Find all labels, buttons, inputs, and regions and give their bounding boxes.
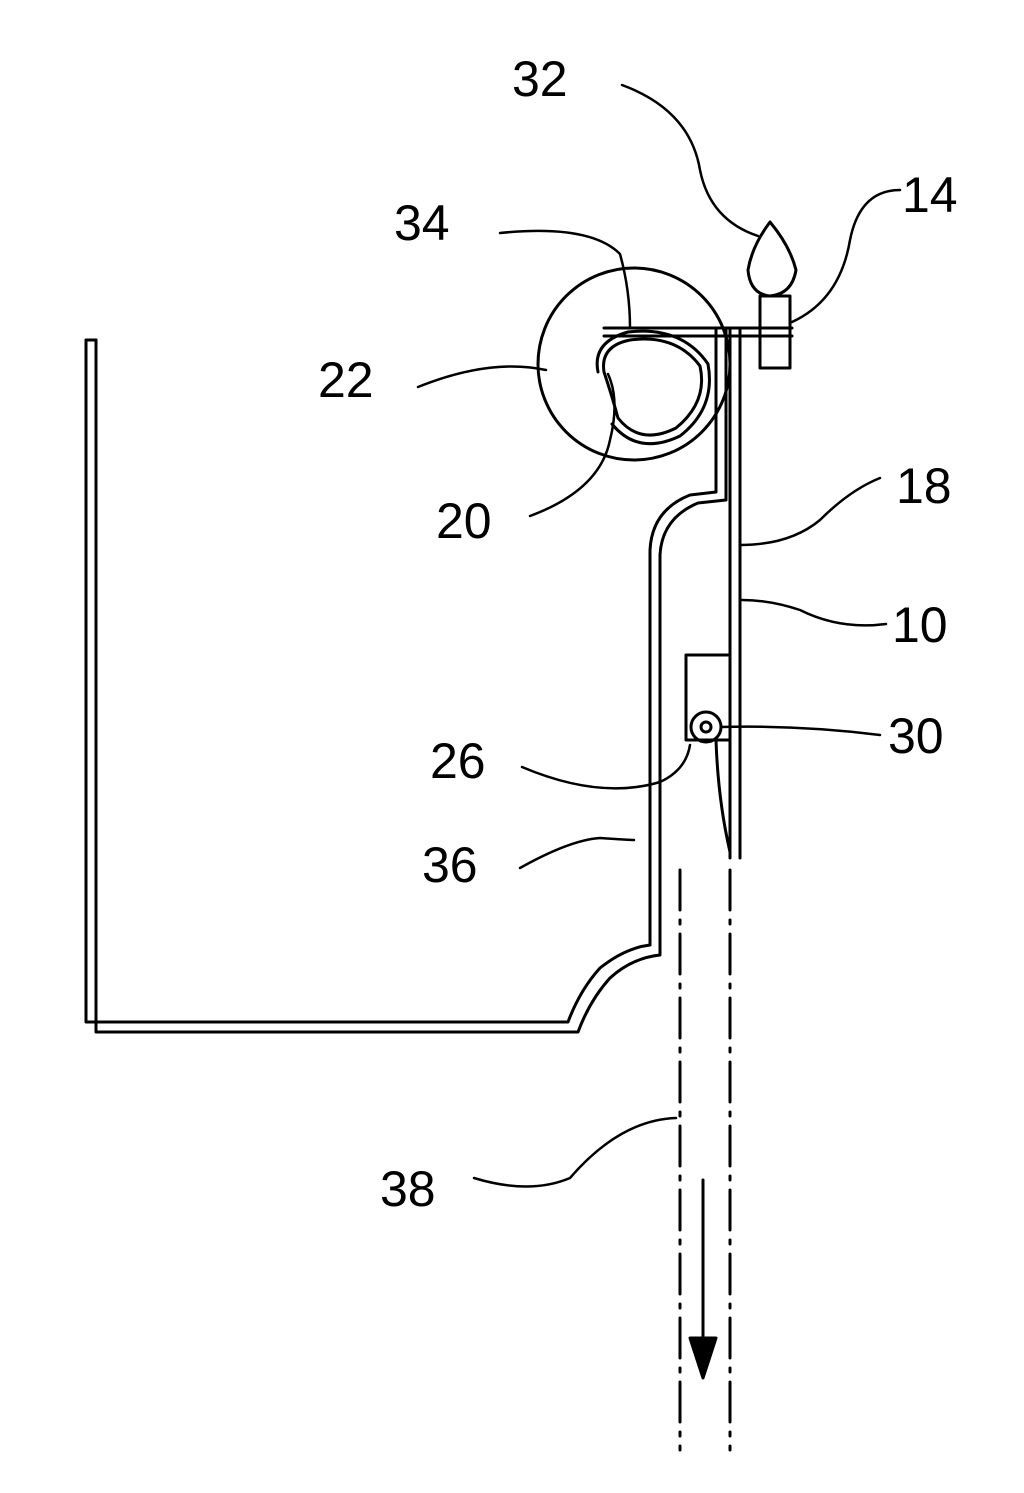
leader-22 [418, 366, 546, 387]
label-32: 32 [512, 51, 568, 107]
label-14: 14 [902, 167, 958, 223]
leader-18 [740, 478, 880, 545]
label-26: 26 [430, 733, 486, 789]
vertical-rod [730, 330, 740, 858]
label-30: 30 [888, 708, 944, 764]
label-38: 38 [380, 1161, 436, 1217]
direction-arrow [690, 1180, 716, 1378]
leader-32 [622, 85, 758, 236]
flame-element [748, 222, 796, 368]
coil-element [538, 268, 730, 460]
label-20: 20 [436, 493, 492, 549]
reference-labels: 32 14 34 22 20 18 10 30 26 36 38 [318, 51, 958, 1217]
leader-36 [520, 838, 634, 868]
pivot-pin [691, 712, 721, 742]
label-22: 22 [318, 352, 374, 408]
bracket [686, 655, 730, 852]
label-10: 10 [892, 597, 948, 653]
label-34: 34 [394, 195, 450, 251]
leader-34 [500, 231, 630, 328]
leader-30 [721, 727, 880, 735]
leader-10 [742, 600, 886, 625]
container-outline [86, 330, 726, 1032]
leader-26 [522, 745, 690, 788]
label-18: 18 [896, 458, 952, 514]
label-36: 36 [422, 837, 478, 893]
leader-14 [792, 190, 900, 322]
leader-38 [474, 1118, 676, 1187]
